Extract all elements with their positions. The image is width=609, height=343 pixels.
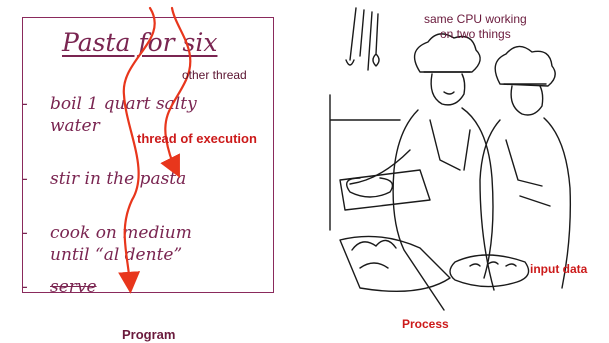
recipe-title: Pasta for six (62, 28, 218, 57)
step-dash-1: - (22, 94, 28, 114)
step-cook-medium: cook on medium until “al dente” (50, 223, 192, 265)
step-serve: serve (50, 277, 97, 297)
input-data-label: input data (530, 262, 588, 276)
step-stir-pasta: stir in the pasta (50, 169, 187, 189)
thread-of-execution-label: thread of execution (137, 131, 257, 146)
same-cpu-label: same CPU working on two things (424, 12, 527, 41)
thread-of-execution-arrow (118, 6, 156, 294)
program-caption: Program (122, 327, 176, 342)
step-dash-3: - (22, 223, 28, 243)
other-thread-arrow (160, 6, 192, 178)
other-thread-label: other thread (182, 68, 247, 82)
step-dash-2: - (22, 169, 28, 189)
recipe-card (22, 17, 274, 293)
step-boil-water: boil 1 quart salty water (50, 94, 197, 136)
process-caption: Process (402, 317, 449, 331)
step-dash-4: - (22, 277, 28, 297)
